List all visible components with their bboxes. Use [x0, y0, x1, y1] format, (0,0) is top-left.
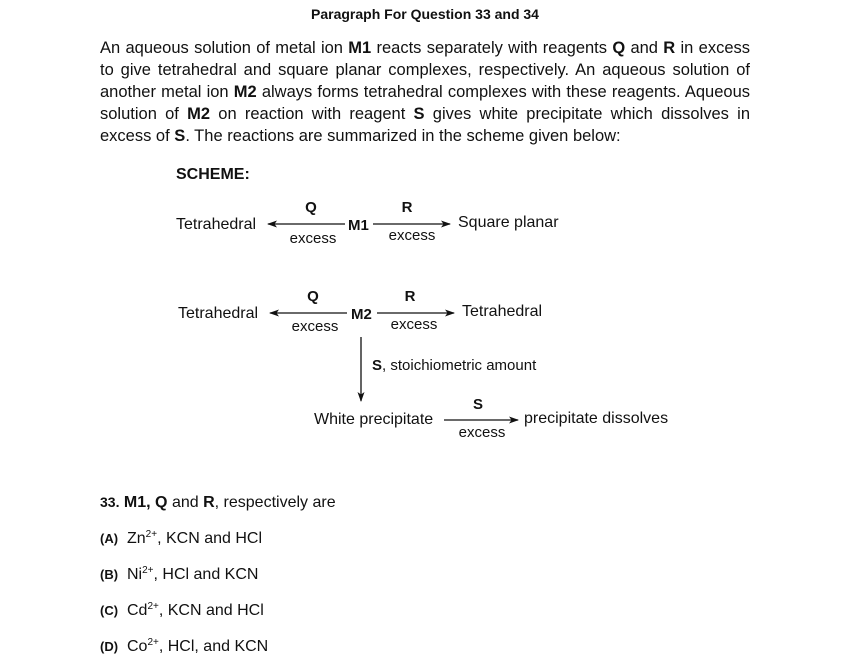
question-m1: M1,: [123, 494, 151, 511]
option-b[interactable]: (B) Ni2+, HCl and KCN: [100, 566, 258, 584]
reagent-s-second: S: [174, 127, 186, 145]
row2-right-condition: excess: [391, 316, 438, 333]
row1-right-reagent: R: [402, 199, 413, 216]
reagent-q: Q: [612, 39, 626, 57]
row1-center-m1: M1: [348, 217, 369, 234]
option-a[interactable]: (A) Zn2+, KCN and HCl: [100, 530, 262, 548]
row2-left-product: Tetrahedral: [178, 305, 258, 322]
option-c[interactable]: (C) Cd2+, KCN and HCl: [100, 602, 264, 620]
down-reagent-label: S, stoichiometric amount: [372, 357, 537, 374]
scheme-title: SCHEME:: [176, 166, 250, 183]
row1-right-product: Square planar: [458, 214, 559, 231]
question-and: and: [167, 494, 204, 511]
option-d[interactable]: (D) Co2+, HCl, and KCN: [100, 638, 268, 656]
option-c-label: (C): [100, 603, 119, 618]
option-a-label: (A): [100, 531, 119, 546]
row2-left-reagent: Q: [307, 288, 319, 305]
question-number: 33.: [100, 494, 120, 510]
option-b-ion: Ni: [127, 566, 143, 583]
option-a-ion: Zn: [127, 530, 146, 547]
reagent-s: S: [413, 105, 425, 123]
passage-text-1: An aqueous solution of metal ion: [100, 39, 349, 57]
final-reagent: S: [473, 396, 483, 413]
option-b-text: , HCl and KCN: [153, 566, 259, 583]
metal-ion-m2-second: M2: [187, 105, 211, 123]
row2-left-condition: excess: [292, 318, 339, 335]
question-q: Q: [155, 494, 168, 511]
metal-ion-m2: M2: [233, 83, 257, 101]
reagent-r: R: [663, 39, 676, 57]
row2-center-m2: M2: [351, 306, 372, 323]
option-c-text: , KCN and HCl: [158, 602, 264, 619]
passage-paragraph: An aqueous solution of metal ion M1 reac…: [100, 37, 750, 147]
option-d-charge: 2+: [147, 637, 159, 648]
option-d-text: , HCl, and KCN: [158, 638, 269, 655]
passage-text-7: gives white precipitate which dissolves …: [100, 105, 751, 145]
option-b-label: (B): [100, 567, 119, 582]
option-d-ion: Co: [127, 638, 148, 655]
passage-text-8: . The reactions are summarized in the sc…: [185, 127, 621, 145]
row1-right-condition: excess: [389, 227, 436, 244]
down-reagent: S: [372, 357, 382, 374]
down-condition: , stoichiometric amount: [382, 357, 537, 374]
option-b-charge: 2+: [142, 565, 154, 576]
option-c-charge: 2+: [147, 601, 159, 612]
paragraph-heading: Paragraph For Question 33 and 34: [311, 6, 539, 22]
question-33-stem: 33. M1, Q and R, respectively are: [100, 494, 336, 512]
option-d-label: (D): [100, 639, 119, 654]
option-c-ion: Cd: [127, 602, 148, 619]
question-r: R: [203, 494, 215, 511]
passage-text-4: in excess to give tetrahedral and square…: [100, 39, 750, 101]
white-precipitate: White precipitate: [314, 411, 433, 428]
passage-text-6: on reaction with reagent: [210, 105, 414, 123]
row1-left-reagent: Q: [305, 199, 317, 216]
final-product: precipitate dissolves: [524, 410, 668, 427]
option-a-charge: 2+: [145, 529, 158, 540]
row2-right-reagent: R: [405, 288, 416, 305]
metal-ion-m1: M1: [348, 39, 372, 57]
option-a-text: , KCN and HCl: [157, 530, 262, 547]
final-condition: excess: [459, 424, 506, 441]
reaction-scheme: SCHEME: Tetrahedral Q excess M1 R excess…: [176, 166, 668, 441]
passage-text-3: and: [625, 39, 664, 57]
row1-left-product: Tetrahedral: [176, 216, 256, 233]
row1-left-condition: excess: [290, 230, 337, 247]
question-tail: , respectively are: [214, 494, 336, 511]
passage-text-5: always forms tetrahedral complexes with …: [100, 83, 750, 123]
row2-right-product: Tetrahedral: [462, 303, 542, 320]
passage-text-2: reacts separately with reagents: [371, 39, 613, 57]
